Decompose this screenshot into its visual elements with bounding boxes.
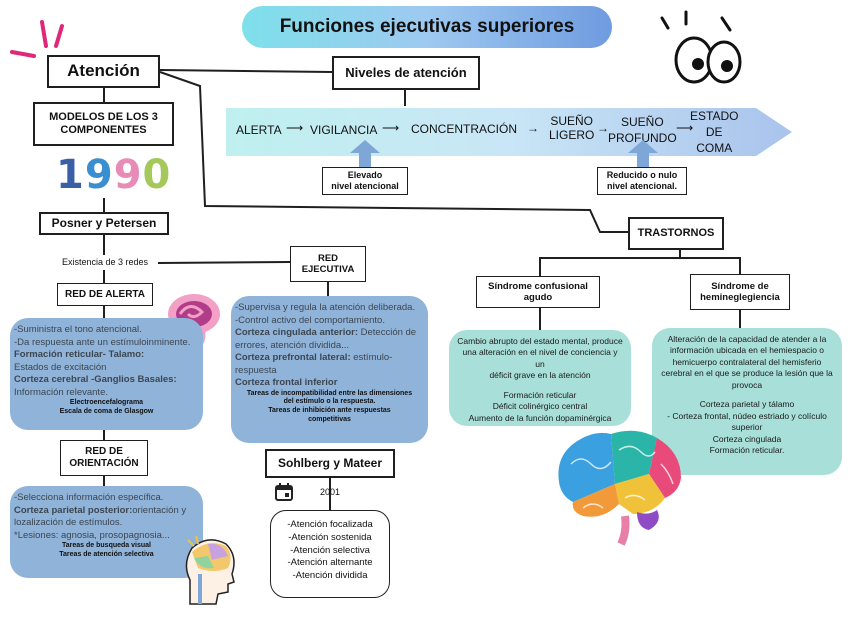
up-arrow-icon [350,140,380,168]
niveles-atencion-box: Niveles de atención [332,56,480,90]
list-item: -Atención sostenida [288,531,372,543]
emphasis-marks-icon [10,20,64,58]
sohlberg-list: -Atención focalizada -Atención sostenida… [270,510,390,598]
arrow-icon: → [597,121,609,135]
head-brain-icon [185,535,235,605]
arrow-icon: ⟶ [382,121,400,135]
level-alerta: ALERTA [236,123,282,137]
year-2001: 2001 [320,487,341,497]
colorful-brain-icon [558,430,681,546]
list-item: -Atención selectiva [290,544,370,556]
atencion-box: Atención [47,55,160,88]
red-ejecutiva-panel: -Supervisa y regula la atención delibera… [231,296,428,443]
posner-box: Posner y Petersen [39,212,169,235]
red-orientacion-panel: -Selecciona información específica. Cort… [10,486,203,578]
arrow-icon: ⟶ [286,121,304,135]
level-vigilancia: VIGILANCIA [310,123,378,137]
sohlberg-box: Sohlberg y Mateer [265,449,395,478]
surprised-eyes-icon [660,10,742,84]
up-arrow-icon [628,140,658,168]
confusional-panel: Cambio abrupto del estado mental, produc… [449,330,631,426]
arrow-icon: → [527,121,539,135]
list-item: -Atención focalizada [287,519,373,530]
trastornos-box: TRASTORNOS [628,217,724,250]
red-alerta-panel: -Suministra el tono atencional. -Da resp… [10,318,203,430]
page-title: Funciones ejecutivas superiores [242,6,612,48]
level-concentracion: CONCENTRACIÓN [411,122,518,136]
year-1990: 1990 [56,152,172,198]
arrow-icon: ⟶ [676,121,694,135]
list-item: -Atención dividida [292,570,368,582]
list-item: -Atención alternante [287,557,373,569]
heminegligencia-panel: Alteración de la capacidad de atender a … [652,328,842,475]
red-alerta-box: RED DE ALERTA [57,283,153,306]
existencia-label: Existencia de 3 redes [62,257,149,267]
calendar-icon [275,483,293,501]
